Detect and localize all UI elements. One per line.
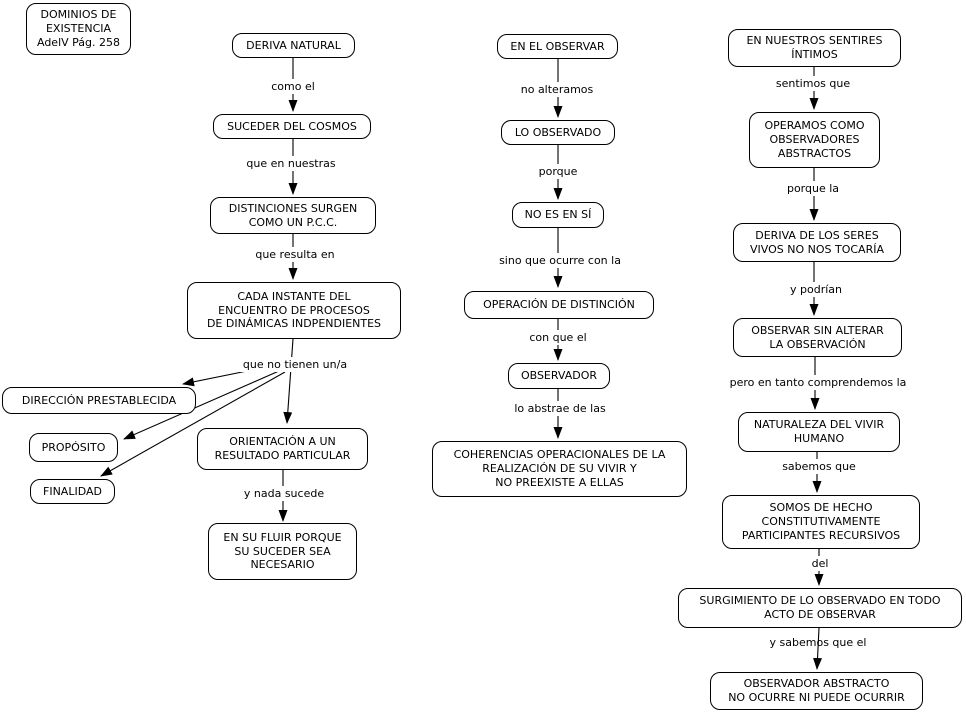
link-label-sabemos-que[interactable]: sabemos que — [779, 459, 859, 474]
arrow-to-proposito — [123, 370, 280, 440]
link-label-que-no-tienen[interactable]: que no tienen un/a — [239, 357, 351, 372]
node-suceder-del-cosmos[interactable]: SUCEDER DEL COSMOS — [213, 114, 371, 139]
link-label-que-resulta-en[interactable]: que resulta en — [252, 247, 338, 262]
node-deriva-seres-vivos[interactable]: DERIVA DE LOS SERES VIVOS NO NOS TOCARÍA — [733, 223, 901, 262]
node-coherencias-operacionales[interactable]: COHERENCIAS OPERACIONALES DE LA REALIZAC… — [432, 441, 687, 497]
node-operacion-de-distincion[interactable]: OPERACIÓN DE DISTINCIÓN — [464, 291, 654, 319]
link-label-lo-abstrae[interactable]: lo abstrae de las — [511, 401, 609, 416]
link-label-sentimos-que[interactable]: sentimos que — [772, 76, 854, 91]
arrow-to-direccion — [182, 369, 253, 387]
node-distinciones-surgen[interactable]: DISTINCIONES SURGEN COMO UN P.C.C. — [210, 197, 376, 234]
arrow-surgimiento-to-abstracto — [813, 627, 823, 670]
node-sentires-intimos[interactable]: EN NUESTROS SENTIRES ÍNTIMOS — [728, 29, 901, 67]
link-label-no-alteramos[interactable]: no alteramos — [517, 82, 597, 97]
link-label-y-podrian[interactable]: y podrían — [787, 282, 845, 297]
link-label-con-que-el[interactable]: con que el — [526, 330, 590, 345]
link-label-porque-la[interactable]: porque la — [783, 181, 843, 196]
link-label-como-el[interactable]: como el — [268, 79, 318, 94]
link-label-que-en-nuestras[interactable]: que en nuestras — [243, 156, 339, 171]
node-observador[interactable]: OBSERVADOR — [508, 363, 610, 389]
node-naturaleza-vivir-humano[interactable]: NATURALEZA DEL VIVIR HUMANO — [738, 412, 900, 452]
node-en-el-observar[interactable]: EN EL OBSERVAR — [497, 34, 618, 59]
node-deriva-natural[interactable]: DERIVA NATURAL — [232, 33, 355, 58]
node-somos-participantes[interactable]: SOMOS DE HECHO CONSTITUTIVAMENTE PARTICI… — [722, 495, 920, 549]
node-proposito[interactable]: PROPÓSITO — [29, 433, 118, 462]
node-observar-sin-alterar[interactable]: OBSERVAR SIN ALTERAR LA OBSERVACIÓN — [733, 318, 902, 357]
node-en-su-fluir[interactable]: EN SU FLUIR PORQUE SU SUCEDER SEA NECESA… — [208, 523, 357, 580]
link-label-porque[interactable]: porque — [535, 164, 581, 179]
link-label-sino-que-ocurre[interactable]: sino que ocurre con la — [496, 253, 624, 268]
node-direccion-prestablecida[interactable]: DIRECCIÓN PRESTABLECIDA — [2, 387, 196, 414]
node-orientacion-resultado[interactable]: ORIENTACIÓN A UN RESULTADO PARTICULAR — [197, 428, 368, 470]
node-operamos-observadores[interactable]: OPERAMOS COMO OBSERVADORES ABSTRACTOS — [749, 112, 880, 168]
node-observador-abstracto[interactable]: OBSERVADOR ABSTRACTO NO OCURRE NI PUEDE … — [710, 672, 923, 710]
node-dominios-de-existencia[interactable]: DOMINIOS DE EXISTENCIA AdelV Pág. 258 — [26, 3, 131, 55]
node-cada-instante[interactable]: CADA INSTANTE DEL ENCUENTRO DE PROCESOS … — [187, 282, 401, 339]
link-label-y-sabemos-que-el[interactable]: y sabemos que el — [769, 636, 867, 649]
node-no-es-en-si[interactable]: NO ES EN SÍ — [512, 202, 604, 228]
node-surgimiento-observado[interactable]: SURGIMIENTO DE LO OBSERVADO EN TODO ACTO… — [678, 588, 962, 628]
node-lo-observado[interactable]: LO OBSERVADO — [501, 120, 615, 145]
node-finalidad[interactable]: FINALIDAD — [30, 479, 115, 504]
link-label-pero-en-tanto[interactable]: pero en tanto comprendemos la — [726, 375, 910, 390]
link-label-y-nada-sucede[interactable]: y nada sucede — [240, 486, 328, 501]
arrow-cada-instante-to-orientacion — [283, 338, 294, 424]
arrow-to-finalidad — [100, 371, 286, 477]
link-label-del[interactable]: del — [808, 556, 832, 571]
